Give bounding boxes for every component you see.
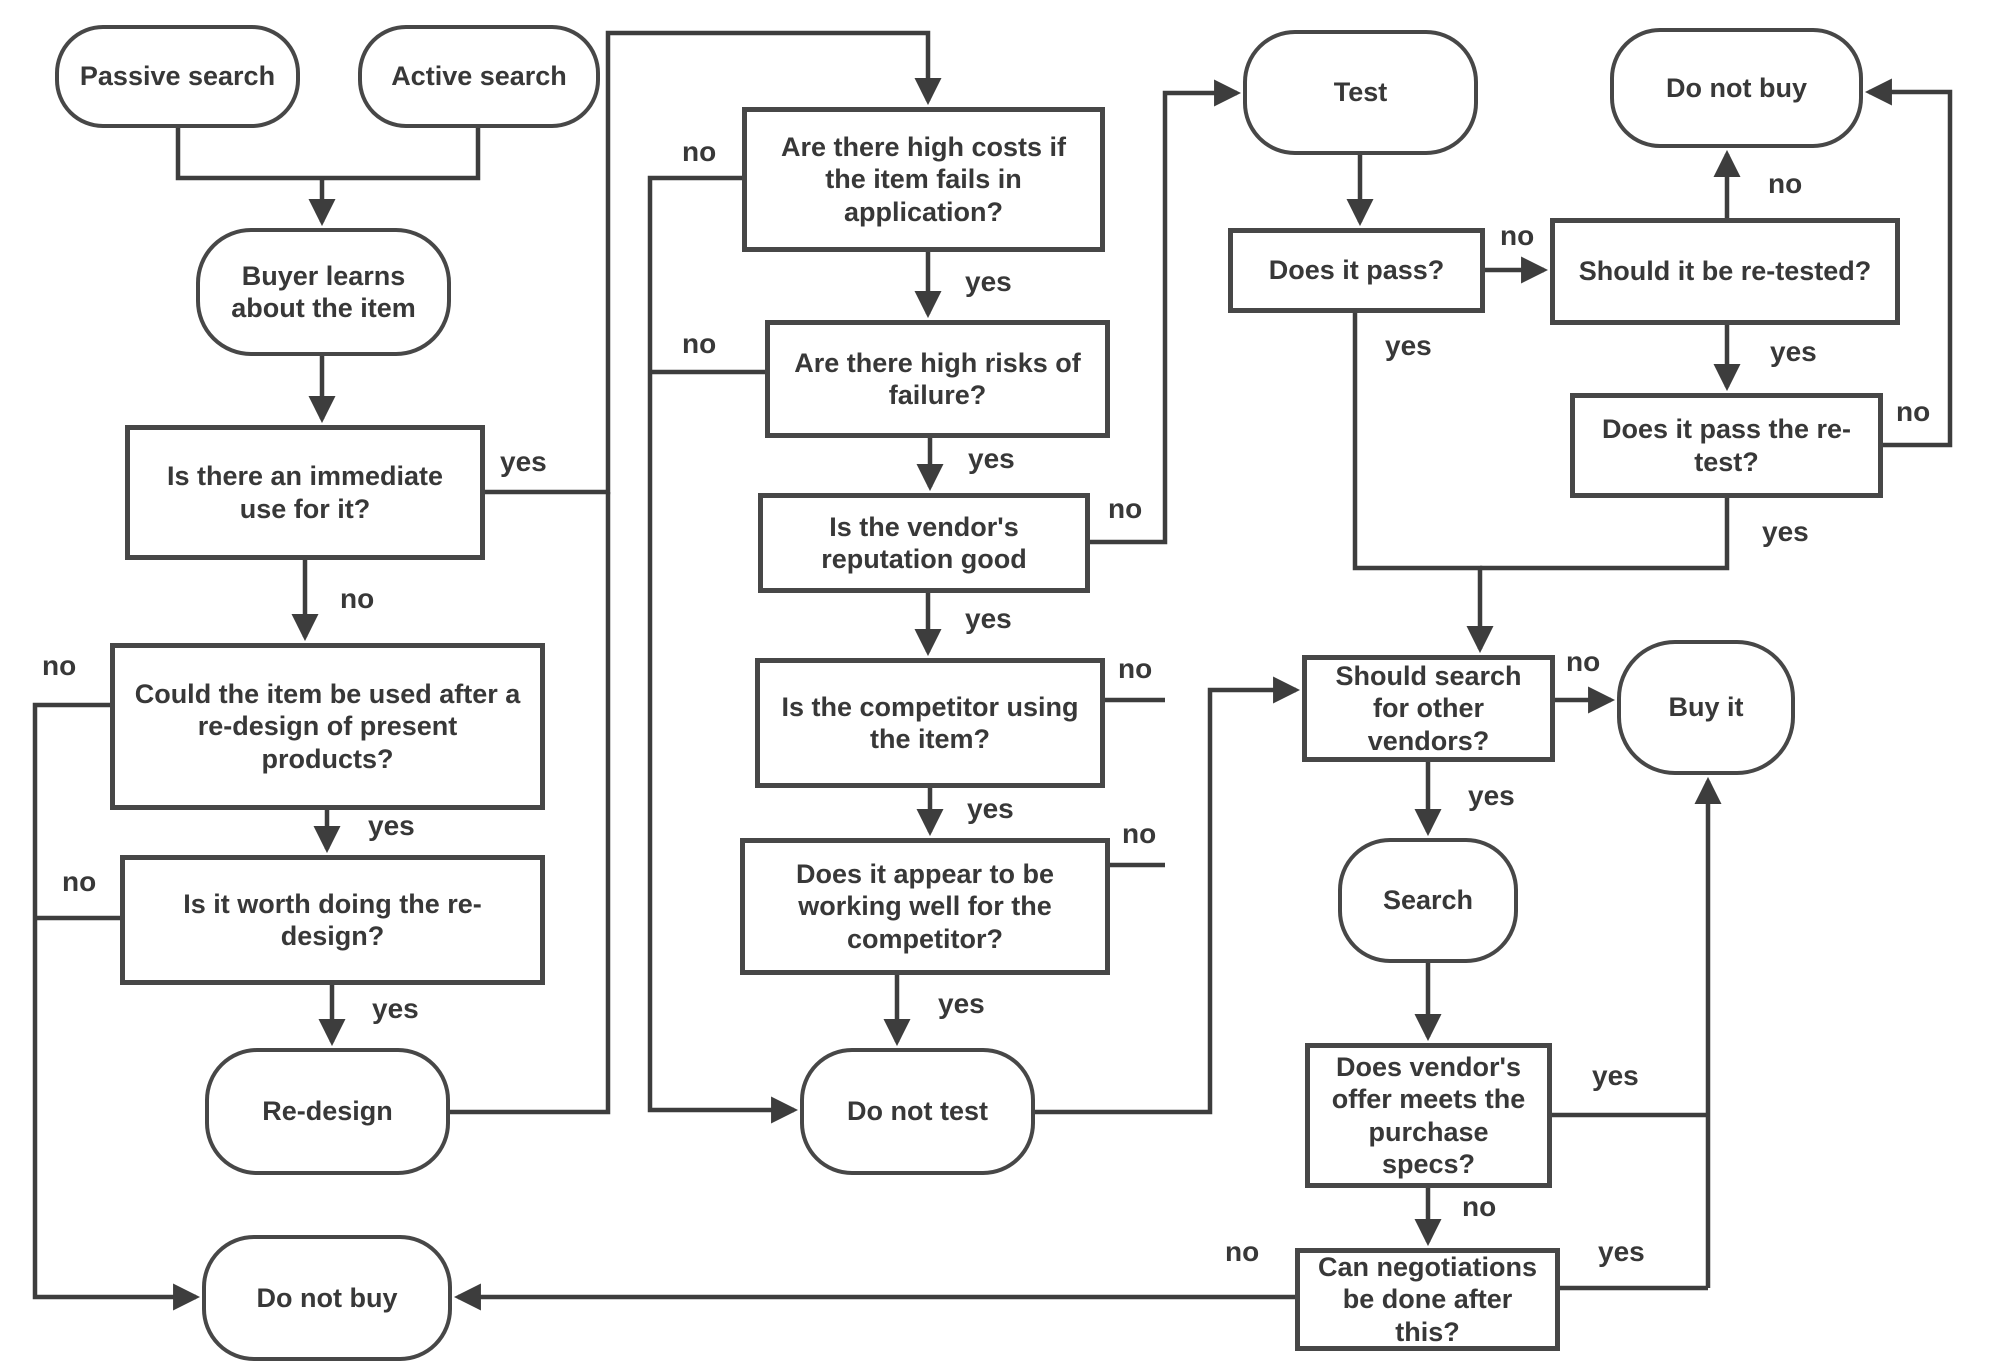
node-label: Do not buy [256, 1282, 398, 1313]
edge-retest-pass-no [1864, 78, 1953, 448]
edge-retest-pass-yes [1480, 498, 1730, 571]
node-label: Should it be re-tested? [1578, 256, 1872, 287]
node-does-it-pass: Does it pass? [1228, 228, 1485, 313]
node-high-risks: Are there high risks of failure? [765, 320, 1110, 438]
edge-label-could-redesign-no: no [42, 650, 77, 681]
node-immediate-use: Is there an immediate use for it? [125, 425, 485, 560]
edge-label-negotiations-yes: yes [1598, 1236, 1645, 1267]
node-do-not-buy-top: Do not buy [1610, 28, 1863, 148]
node-label: Does it pass? [1268, 255, 1445, 286]
node-label: Does vendor's offer meets the purchase s… [1331, 1051, 1526, 1179]
node-label: Are there high costs if the item fails i… [780, 131, 1067, 227]
node-retested: Should it be re-tested? [1550, 218, 1900, 325]
node-high-costs: Are there high costs if the item fails i… [742, 107, 1105, 252]
edge-could-redesign-no [32, 702, 201, 1311]
edge-label-worth-redesign-yes: yes [372, 993, 419, 1024]
edge-label-vendor-reputation-yes: yes [965, 603, 1012, 634]
node-negotiations: Can negotiations be done after this? [1295, 1248, 1560, 1351]
node-label: Is the vendor's reputation good [821, 511, 1027, 574]
edge-does-it-pass-yes [1352, 313, 1494, 654]
edge-do-not-test-to-should-search [1035, 676, 1301, 1115]
edge-label-high-risks-no: no [682, 328, 717, 359]
node-label: Should search for other vendors? [1335, 660, 1522, 756]
node-vendor-reputation: Is the vendor's reputation good [758, 493, 1090, 593]
node-competitor-using: Is the competitor using the item? [755, 658, 1105, 788]
edge-label-high-risks-yes: yes [968, 443, 1015, 474]
node-label: Can negotiations be done after this? [1317, 1251, 1537, 1347]
node-label: Re-design [262, 1096, 393, 1127]
node-label: Do not test [847, 1096, 988, 1127]
node-passive-search: Passive search [55, 25, 300, 128]
edge-label-competitor-using-no: no [1118, 653, 1153, 684]
node-vendor-offer: Does vendor's offer meets the purchase s… [1305, 1043, 1552, 1188]
node-label: Do not buy [1666, 72, 1807, 103]
node-label: Are there high risks of failure? [794, 347, 1081, 410]
edge-label-working-well-no: no [1122, 818, 1157, 849]
edge-label-should-search-yes: yes [1468, 780, 1515, 811]
edge-redesign-loop [450, 492, 611, 1115]
node-label: Does it appear to be working well for th… [795, 858, 1055, 954]
node-label: Search [1382, 885, 1474, 916]
node-redesign: Re-design [205, 1048, 450, 1175]
edge-label-vendor-offer-yes: yes [1592, 1060, 1639, 1091]
node-do-not-buy-bottom: Do not buy [202, 1235, 452, 1361]
node-label: Buy it [1668, 692, 1744, 723]
node-retest-pass: Does it pass the re-test? [1570, 393, 1883, 498]
edge-label-high-costs-no: no [682, 136, 717, 167]
edge-label-does-it-pass-yes: yes [1385, 330, 1432, 361]
edge-immediate-use-yes [485, 30, 942, 495]
edge-label-retest-pass-no: no [1896, 396, 1931, 427]
node-search: Search [1338, 838, 1518, 963]
edge-high-costs-no [647, 175, 799, 1124]
node-label: Passive search [79, 61, 276, 92]
edge-label-could-redesign-yes: yes [368, 810, 415, 841]
edge-label-does-it-pass-no: no [1500, 220, 1535, 251]
edge-label-competitor-using-yes: yes [967, 793, 1014, 824]
edge-label-should-search-no: no [1566, 646, 1601, 677]
node-active-search: Active search [358, 25, 600, 128]
node-label: Could the item be used after a re-design… [134, 678, 521, 774]
edge-label-retest-pass-yes: yes [1762, 516, 1809, 547]
node-buy-it: Buy it [1617, 640, 1795, 775]
edge-label-retested-no: no [1768, 168, 1803, 199]
edge-search-connector [175, 128, 481, 181]
node-label: Test [1333, 77, 1388, 108]
edge-vendor-reputation-no [1090, 79, 1242, 545]
node-could-redesign: Could the item be used after a re-design… [110, 643, 545, 810]
node-should-search: Should search for other vendors? [1302, 655, 1555, 762]
edge-label-immediate-use-no: no [340, 583, 375, 614]
edge-label-immediate-use-yes: yes [500, 446, 547, 477]
edge-label-negotiations-no: no [1225, 1236, 1260, 1267]
edge-label-high-costs-yes: yes [965, 266, 1012, 297]
node-label: Is the competitor using the item? [781, 691, 1079, 754]
edge-label-vendor-reputation-no: no [1108, 493, 1143, 524]
node-label: Buyer learns about the item [231, 260, 416, 323]
node-label: Is it worth doing the re-design? [183, 888, 482, 951]
edge-label-working-well-yes: yes [938, 988, 985, 1019]
edge-label-retested-yes: yes [1770, 336, 1817, 367]
node-working-well: Does it appear to be working well for th… [740, 838, 1110, 975]
edge-label-vendor-offer-no: no [1462, 1191, 1497, 1222]
node-label: Does it pass the re-test? [1601, 414, 1852, 477]
edge-label-worth-redesign-no: no [62, 866, 97, 897]
node-label: Is there an immediate use for it? [166, 461, 444, 524]
node-buyer-learns: Buyer learns about the item [196, 228, 451, 356]
node-label: Active search [391, 61, 567, 92]
node-do-not-test: Do not test [800, 1048, 1035, 1175]
node-worth-redesign: Is it worth doing the re-design? [120, 855, 545, 985]
node-test: Test [1243, 30, 1478, 155]
